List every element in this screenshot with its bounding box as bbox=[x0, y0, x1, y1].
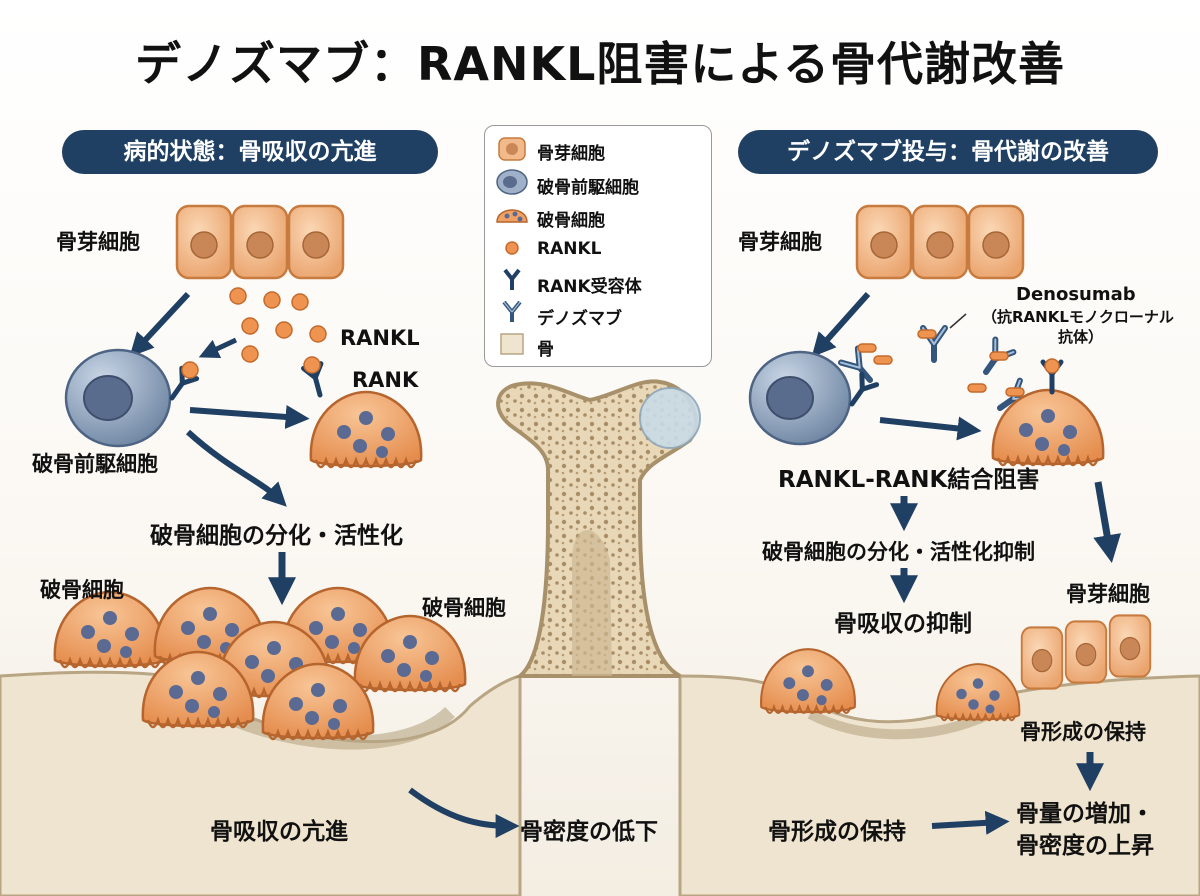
legend-item-rankl: RANKL bbox=[537, 239, 602, 259]
arrow-to-differentiation bbox=[185, 429, 287, 507]
legend-item-denosumab: デノズマブ bbox=[537, 309, 622, 329]
arrow-precursor-to-osteoclast bbox=[189, 404, 310, 429]
right-osteoblast-label: 骨芽細胞 bbox=[738, 230, 822, 254]
left-panel-header: 病的状態：骨吸収の亢進 bbox=[62, 130, 438, 174]
legend-item-osteoclast: 破骨細胞 bbox=[537, 211, 605, 231]
right-precursor-cell bbox=[748, 350, 877, 446]
arrow-rankl-to-precursor bbox=[198, 337, 238, 358]
right-lower-osteoclasts bbox=[760, 648, 1021, 722]
legend-item-bone: 骨 bbox=[537, 340, 554, 360]
rankl-dot-icon bbox=[505, 241, 519, 255]
left-precursor-cell bbox=[64, 348, 198, 448]
rank-receptor-icon bbox=[503, 268, 521, 290]
denosumab-pointer bbox=[949, 313, 967, 329]
right-osteoclast-cell bbox=[991, 358, 1105, 467]
left-rankl-particles bbox=[229, 287, 327, 363]
binding-block-label: RANKL-RANK結合阻害 bbox=[778, 467, 1040, 493]
denosumab-name-label: Denosumab bbox=[1016, 284, 1136, 305]
legend-box: 骨芽細胞 破骨前駆細胞 破骨細胞 RANKL RANK受容体 デノズマブ 骨 bbox=[484, 125, 712, 367]
right-antibody-complexes bbox=[841, 328, 1033, 417]
bottom-formation-label: 骨形成の保持 bbox=[768, 819, 906, 845]
arrow-to-osteoblast-lower bbox=[1093, 481, 1121, 564]
denosumab-desc-line2: 抗体） bbox=[1058, 328, 1104, 346]
arrow-blast-to-precursor bbox=[129, 291, 191, 358]
left-bmd-label: 骨密度の低下 bbox=[520, 819, 658, 845]
left-osteoblast-row bbox=[175, 204, 345, 280]
result-line2: 骨密度の上昇 bbox=[1016, 833, 1154, 859]
resorption-inhibit-label: 骨吸収の抑制 bbox=[834, 611, 972, 637]
left-precursor-label: 破骨前駆細胞 bbox=[32, 452, 158, 476]
left-osteoclast-cell bbox=[304, 356, 423, 469]
left-osteoclast-label-left: 破骨細胞 bbox=[40, 578, 124, 602]
denosumab-antibody-icon bbox=[502, 300, 522, 322]
left-rankl-label: RANKL bbox=[340, 326, 420, 350]
denosumab-desc-line1: （抗RANKLモノクローナル bbox=[982, 308, 1174, 326]
arrow-right-blast-to-precursor bbox=[811, 292, 871, 358]
differentiation-inhibit-label: 破骨細胞の分化・活性化抑制 bbox=[762, 540, 1035, 564]
right-osteoblast-row bbox=[855, 204, 1025, 280]
right-panel-header: デノズマブ投与：骨代謝の改善 bbox=[738, 130, 1158, 174]
osteoblast-icon bbox=[498, 137, 526, 161]
legend-icons bbox=[496, 137, 528, 355]
femur-bone bbox=[496, 379, 701, 678]
arrow-right-precursor-to-osteoclast bbox=[879, 416, 982, 441]
right-osteoblast-lower-label: 骨芽細胞 bbox=[1066, 582, 1150, 606]
left-osteoblast-label: 骨芽細胞 bbox=[56, 230, 140, 254]
left-osteoclast-label-right: 破骨細胞 bbox=[422, 596, 506, 620]
right-formation-label: 骨形成の保持 bbox=[1020, 720, 1146, 744]
right-lower-osteoblasts bbox=[1020, 614, 1152, 690]
osteoclast-icon bbox=[496, 209, 528, 223]
legend-item-precursor: 破骨前駆細胞 bbox=[537, 178, 639, 198]
left-differentiation-label: 破骨細胞の分化・活性化 bbox=[150, 523, 403, 549]
left-rank-label: RANK bbox=[352, 368, 419, 392]
legend-item-rank-receptor: RANK受容体 bbox=[537, 277, 642, 297]
legend-item-osteoblast: 骨芽細胞 bbox=[537, 144, 605, 164]
arrow-bottom-formation-to-result bbox=[931, 810, 1010, 835]
arrow-resorption-to-bmd bbox=[408, 787, 520, 838]
page-title: デノズマブ：RANKL阻害による骨代謝改善 bbox=[134, 37, 1066, 91]
left-bone-surface bbox=[0, 670, 522, 896]
osteoclast-precursor-icon bbox=[496, 169, 528, 195]
bone-swatch-icon bbox=[500, 333, 524, 355]
left-resorption-label: 骨吸収の亢進 bbox=[210, 819, 348, 845]
result-line1: 骨量の増加・ bbox=[1016, 801, 1154, 827]
